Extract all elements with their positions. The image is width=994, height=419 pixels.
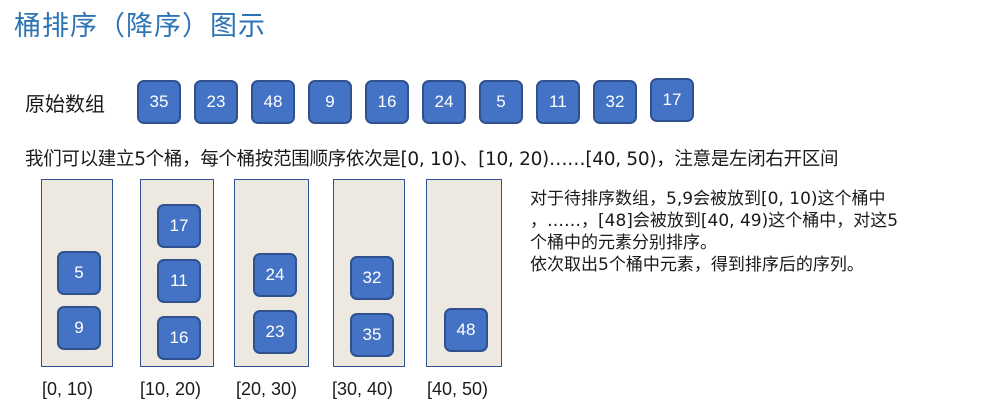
bucket-element: 5 [57, 251, 101, 295]
bucket-element: 9 [57, 306, 101, 350]
array-element: 17 [650, 78, 694, 122]
bucket-element: 35 [350, 313, 394, 357]
array-element: 35 [137, 80, 181, 124]
bucket-element: 23 [253, 310, 297, 354]
original-array-label: 原始数组 [25, 92, 105, 116]
array-element: 9 [308, 80, 352, 124]
array-element: 32 [593, 80, 637, 124]
bucket-label: [10, 20) [140, 379, 202, 399]
explanation-line: 依次取出5个桶中元素，得到排序后的序列。 [530, 255, 864, 275]
array-element: 48 [251, 80, 295, 124]
bucket-label: [30, 40) [332, 379, 394, 399]
array-element: 24 [422, 80, 466, 124]
explanation-line: 对于待排序数组，5,9会被放到[0, 10)这个桶中 [530, 189, 886, 209]
array-element: 23 [194, 80, 238, 124]
bucket-element: 32 [350, 256, 394, 300]
bucket-element: 16 [157, 316, 201, 360]
array-element: 11 [536, 80, 580, 124]
bucket-element: 17 [157, 204, 201, 248]
page-title: 桶排序（降序）图示 [14, 11, 266, 42]
array-element: 5 [479, 80, 523, 124]
explanation-line: 个桶中的元素分别排序。 [530, 233, 717, 253]
explanation-line: ，……，[48]会被放到[40, 49)这个桶中，对这5 [530, 211, 899, 231]
array-element: 16 [365, 80, 409, 124]
bucket-label: [0, 10) [42, 379, 94, 399]
bucket-label: [20, 30) [236, 379, 298, 399]
bucket-element: 11 [157, 259, 201, 303]
bucket-label: [40, 50) [427, 379, 489, 399]
explanation-text: 对于待排序数组，5,9会被放到[0, 10)这个桶中 ，……，[48]会被放到[… [530, 188, 970, 276]
bucket-element: 24 [253, 253, 297, 297]
bucket-description: 我们可以建立5个桶，每个桶按范围顺序依次是[0, 10)、[10, 20)……[… [25, 149, 839, 170]
bucket-element: 48 [444, 308, 488, 352]
